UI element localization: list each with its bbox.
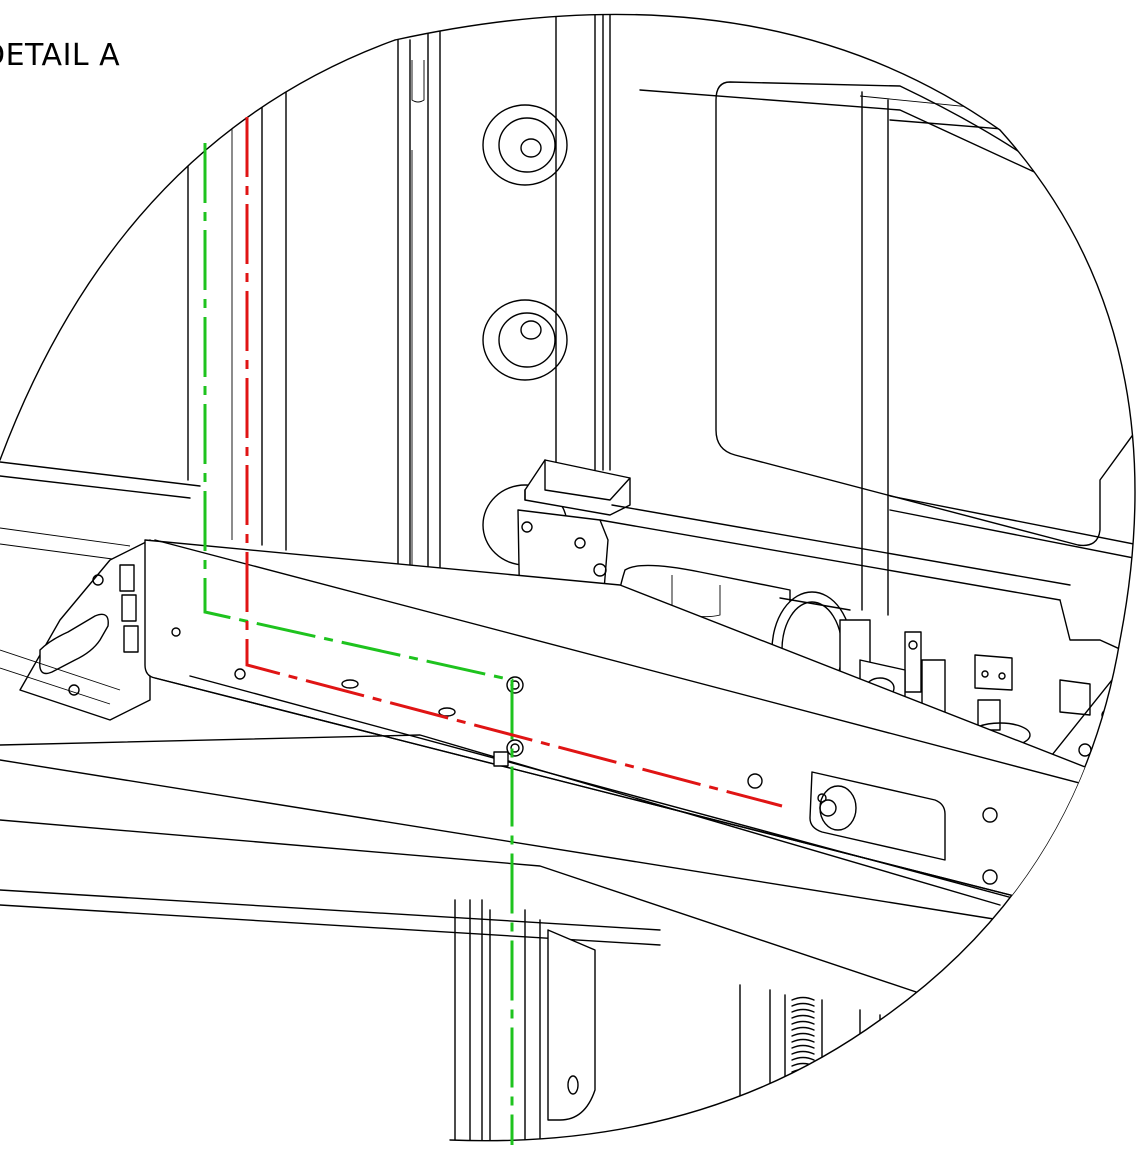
access-window <box>809 771 946 861</box>
thread-turn <box>791 1128 815 1133</box>
vertical-post-center <box>397 19 441 603</box>
detail-boundary-left <box>0 39 396 461</box>
thread-turn <box>791 1020 815 1025</box>
cross-beam <box>0 539 1135 1001</box>
thread-turn <box>791 1092 815 1097</box>
thread-turn <box>791 1134 815 1139</box>
thread-turn <box>791 1008 815 1013</box>
thread-turn <box>791 1086 815 1091</box>
upper-rail <box>0 461 201 561</box>
lower-column <box>454 899 881 1141</box>
left-bracket <box>19 539 151 721</box>
thread-turn <box>791 1074 815 1079</box>
red-centerline <box>245 117 783 808</box>
thread-turn <box>791 1056 815 1061</box>
thread-turn <box>791 1110 815 1115</box>
thread-turn <box>791 1050 815 1055</box>
thread-turn <box>791 996 815 1001</box>
thread-turn <box>791 1116 815 1121</box>
thread-turn <box>791 1032 815 1037</box>
window-panel <box>715 81 1135 547</box>
vertical-post-left <box>187 39 287 551</box>
screw-thread <box>791 996 815 1145</box>
detail-boundary <box>394 13 1136 1142</box>
guide-rail <box>555 14 611 471</box>
thread-turn <box>791 1044 815 1049</box>
thread-turn <box>791 1026 815 1031</box>
thread-turn <box>791 1002 815 1007</box>
thread-turn <box>791 1080 815 1085</box>
tie-rod <box>861 91 889 616</box>
sensor-assembly <box>859 631 1135 771</box>
thread-turn <box>791 1014 815 1019</box>
thread-turn <box>791 1098 815 1103</box>
detail-label: DETAIL A <box>0 38 121 73</box>
thread-turn <box>791 1104 815 1109</box>
thread-turn <box>792 1142 814 1145</box>
thread-turn <box>791 1122 815 1127</box>
slider-block <box>524 459 631 516</box>
green-centerline <box>203 143 514 1145</box>
thread-turn <box>791 1038 815 1043</box>
